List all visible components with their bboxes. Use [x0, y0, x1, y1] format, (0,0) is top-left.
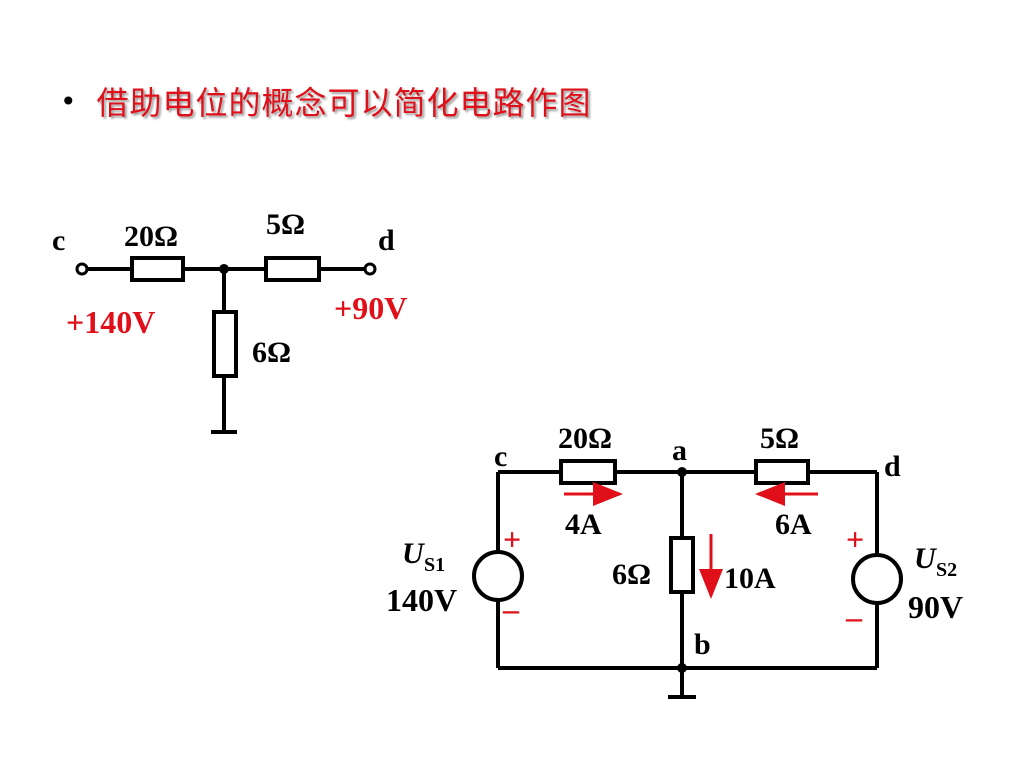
node-b-dot [677, 663, 687, 673]
terminal-c [75, 262, 89, 276]
full-circuit [472, 459, 903, 699]
label-us1-subscript: S1 [424, 554, 445, 576]
label-r5-full: 5Ω [760, 422, 799, 455]
resistor-6 [212, 310, 238, 378]
us2-plus-sign: + [846, 521, 864, 557]
current-arrows [564, 482, 818, 599]
label-node-b: b [694, 628, 711, 661]
node-a-dot [677, 467, 687, 477]
terminal-d [363, 262, 377, 276]
label-us2-symbol: U [914, 542, 937, 575]
label-current-4a: 4A [565, 508, 602, 541]
label-voltage-d: +90V [334, 290, 407, 326]
us2-minus-sign: – [845, 599, 863, 635]
label-node-d-full: d [884, 450, 901, 483]
label-node-d-top: d [378, 224, 395, 257]
source-us2-symbol [851, 553, 903, 605]
label-current-10a: 10A [724, 562, 776, 595]
label-us2-subscript: S2 [936, 559, 957, 581]
label-r20-top: 20Ω [124, 220, 178, 253]
label-node-c-top: c [52, 224, 65, 257]
label-us2-value: 90V [908, 589, 963, 625]
resistor-20 [130, 256, 185, 282]
us1-plus-sign: + [503, 521, 521, 557]
bullet-marker: • [60, 84, 77, 118]
simplified-circuit [75, 256, 377, 434]
label-us1-symbol: U [402, 537, 425, 570]
label-voltage-c: +140V [66, 304, 155, 340]
label-us1-value: 140V [386, 582, 457, 618]
label-node-a: a [672, 434, 687, 467]
resistor-5 [264, 256, 321, 282]
label-r6-top: 6Ω [252, 336, 291, 369]
label-r20-full: 20Ω [558, 422, 612, 455]
resistor-6-full [669, 536, 695, 594]
label-r6-full: 6Ω [612, 558, 651, 591]
slide-title: 借助电位的概念可以简化电路作图 [96, 84, 592, 122]
label-r5-top: 5Ω [266, 208, 305, 241]
resistor-20-full [559, 459, 617, 485]
bullet-line: • 借助电位的概念可以简化电路作图 [60, 78, 592, 124]
us1-minus-sign: – [502, 591, 520, 627]
label-current-6a: 6A [775, 508, 812, 541]
label-node-c-full: c [494, 440, 507, 473]
resistor-5-full [754, 459, 810, 485]
